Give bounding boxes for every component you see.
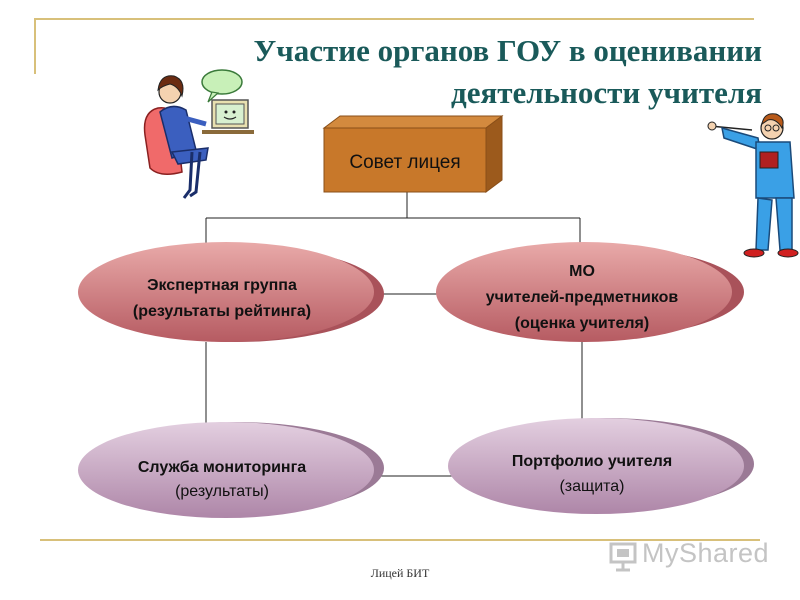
portfolio-line-1: Портфолио учителя: [512, 453, 672, 470]
frame-top-line: [34, 18, 754, 20]
council-box: Совет лицея: [322, 115, 504, 193]
footer-text: Лицей БИТ: [370, 566, 430, 580]
frame-left-line: [34, 18, 36, 74]
woman-at-computer-icon: [143, 69, 254, 199]
frame-bottom-line: [40, 539, 760, 541]
monitoring-line-1: Служба мониторинга: [138, 459, 306, 476]
monitoring-node: Служба мониторинга (результаты): [78, 422, 384, 518]
council-label: Совет лицея: [349, 152, 460, 173]
teacher-pointing-icon: [707, 113, 799, 258]
portfolio-line-2: (защита): [559, 478, 624, 495]
title-line-1: Участие органов ГОУ в оценивании: [253, 33, 762, 68]
mo-line-2: учителей-предметников: [486, 289, 679, 306]
myshared-watermark: MyShared: [608, 538, 769, 572]
mo-line-1: МО: [569, 263, 595, 280]
portfolio-node: Портфолио учителя (защита): [448, 418, 754, 514]
myshared-logo-icon: [609, 542, 637, 572]
mo-line-3: (оценка учителя): [515, 315, 649, 332]
expert-group-line-2: (результаты рейтинга): [133, 303, 311, 320]
expert-group-line-1: Экспертная группа: [147, 277, 297, 294]
expert-group-node: Экспертная группа (результаты рейтинга): [78, 242, 384, 342]
watermark-text: MyShared: [642, 538, 770, 569]
slide-title: Участие органов ГОУ в оценивании деятель…: [162, 30, 762, 114]
mo-node: МО учителей-предметников (оценка учителя…: [436, 242, 744, 342]
title-line-2: деятельности учителя: [451, 75, 762, 110]
monitoring-line-2: (результаты): [175, 483, 269, 500]
